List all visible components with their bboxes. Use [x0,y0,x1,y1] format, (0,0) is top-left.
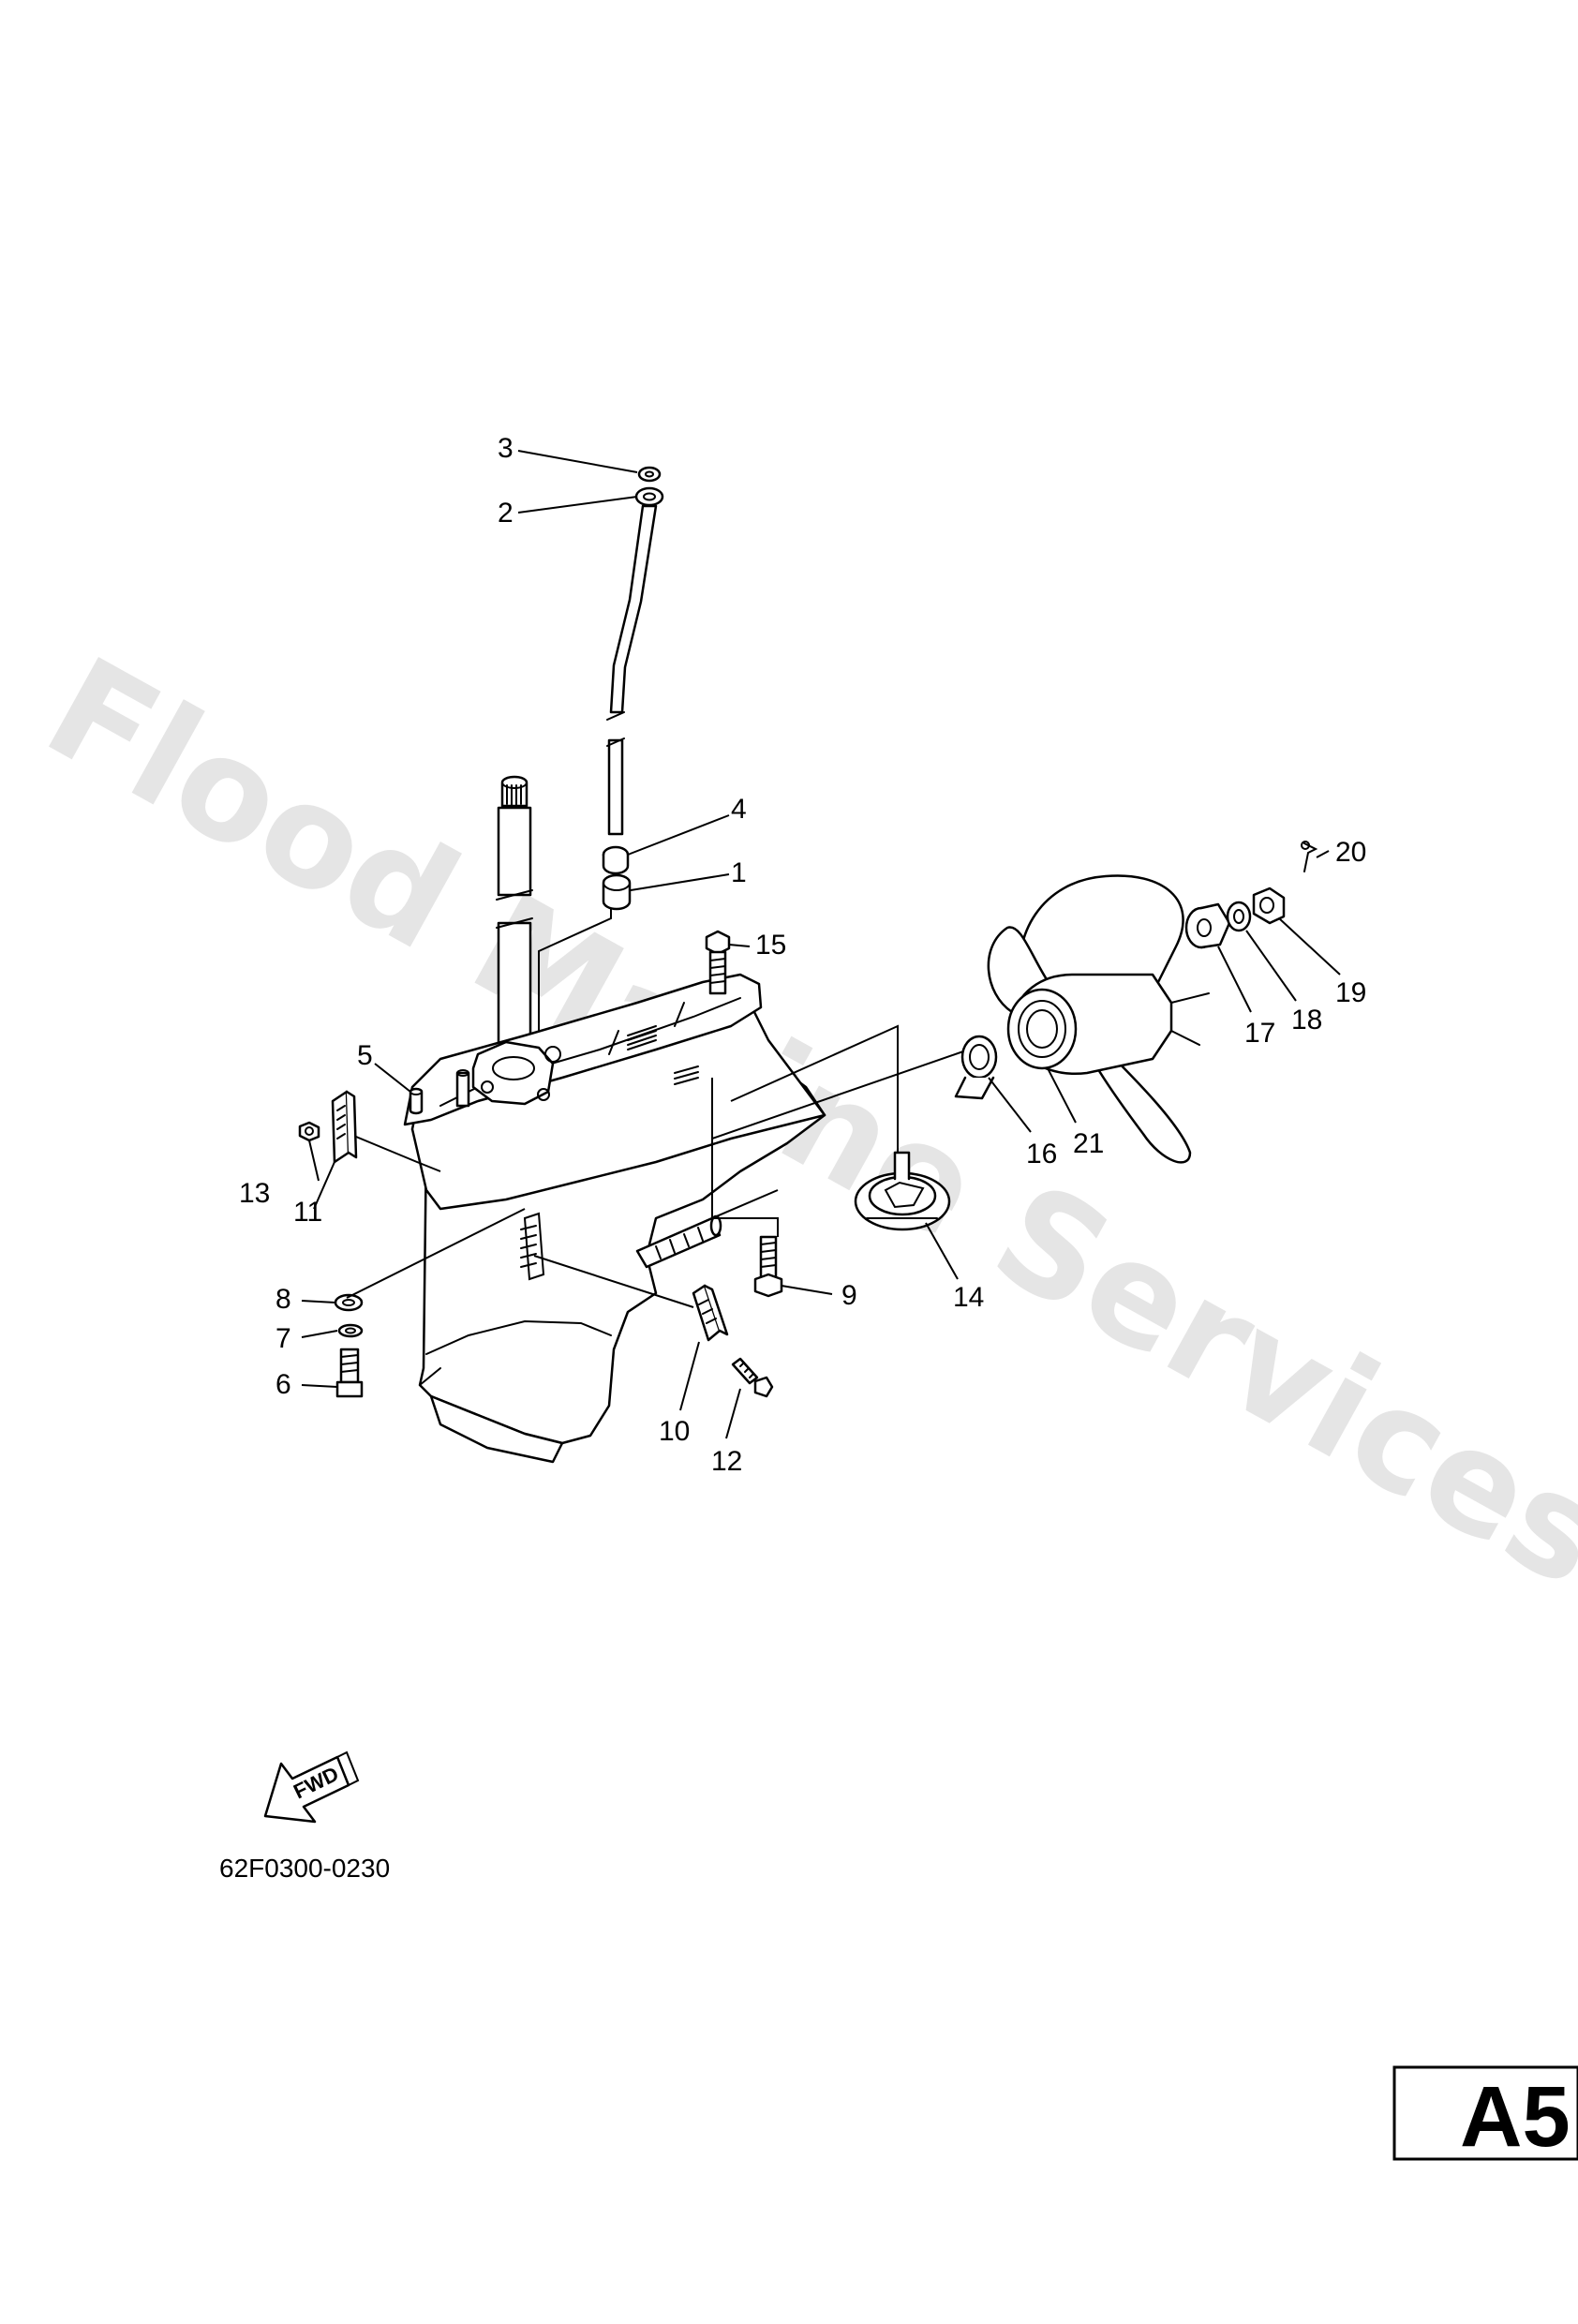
part-14-trim-cap [854,1151,951,1231]
callout-21: 21 [1073,1128,1104,1159]
page-label: A5 [1460,2069,1571,2165]
part-1-bushing [602,873,632,911]
callout-9: 9 [841,1280,857,1311]
part-5-dowel-pin [409,1087,424,1115]
part-9-bolt [753,1235,783,1298]
callout-numbers: 3 2 4 1 15 5 13 11 8 7 6 9 10 12 14 16 2… [239,433,1366,1477]
diagram-code: 62F0300-0230 [219,1854,390,1883]
part-19-nut [1252,886,1286,925]
callout-14: 14 [953,1282,984,1313]
lower-unit-housing [403,973,826,1464]
part-3-washer [637,466,662,483]
callout-4: 4 [731,794,747,825]
drive-shaft [496,775,533,1065]
part-2-grommet [634,486,664,507]
assembly-guide-lines [346,1024,964,1308]
callout-13: 13 [239,1178,270,1209]
part-16-thrust-washer [954,1035,998,1100]
part-18-washer [1226,901,1252,932]
page-label-box: A5 [1392,2065,1578,2165]
part-13-nut [298,1121,320,1142]
water-intake-grille [523,1212,545,1281]
part-12-bolt [731,1357,774,1398]
callout-19: 19 [1335,977,1366,1008]
propeller-assembly [954,841,1318,1164]
callout-1: 1 [731,857,747,888]
callout-3: 3 [498,433,514,464]
part-7-washer [337,1323,364,1338]
callout-11: 11 [293,1197,322,1228]
part-15-bolt [705,930,731,995]
callout-17: 17 [1244,1018,1275,1049]
part-10-anode [692,1284,729,1342]
part-6-bolt [335,1348,364,1398]
part-21-propeller [987,874,1210,1164]
callout-6: 6 [275,1369,291,1400]
water-pump-base [471,1040,555,1106]
callout-20: 20 [1335,837,1366,868]
shift-rod-assembly [538,466,664,1050]
callout-5: 5 [357,1040,373,1071]
callout-7: 7 [275,1323,291,1354]
callout-16: 16 [1026,1139,1057,1169]
callout-8: 8 [275,1284,291,1315]
callout-15: 15 [755,930,786,961]
callout-leaders [301,450,1341,1439]
part-17-spacer [1184,902,1231,949]
callout-10: 10 [659,1416,690,1447]
shift-rod [609,504,658,714]
callout-12: 12 [711,1446,742,1477]
callout-2: 2 [498,498,514,529]
forward-direction-arrow: FWD [263,1750,360,1824]
callout-18: 18 [1291,1005,1322,1035]
left-small-parts [298,1087,424,1398]
part-20-cotter-pin [1301,841,1318,872]
